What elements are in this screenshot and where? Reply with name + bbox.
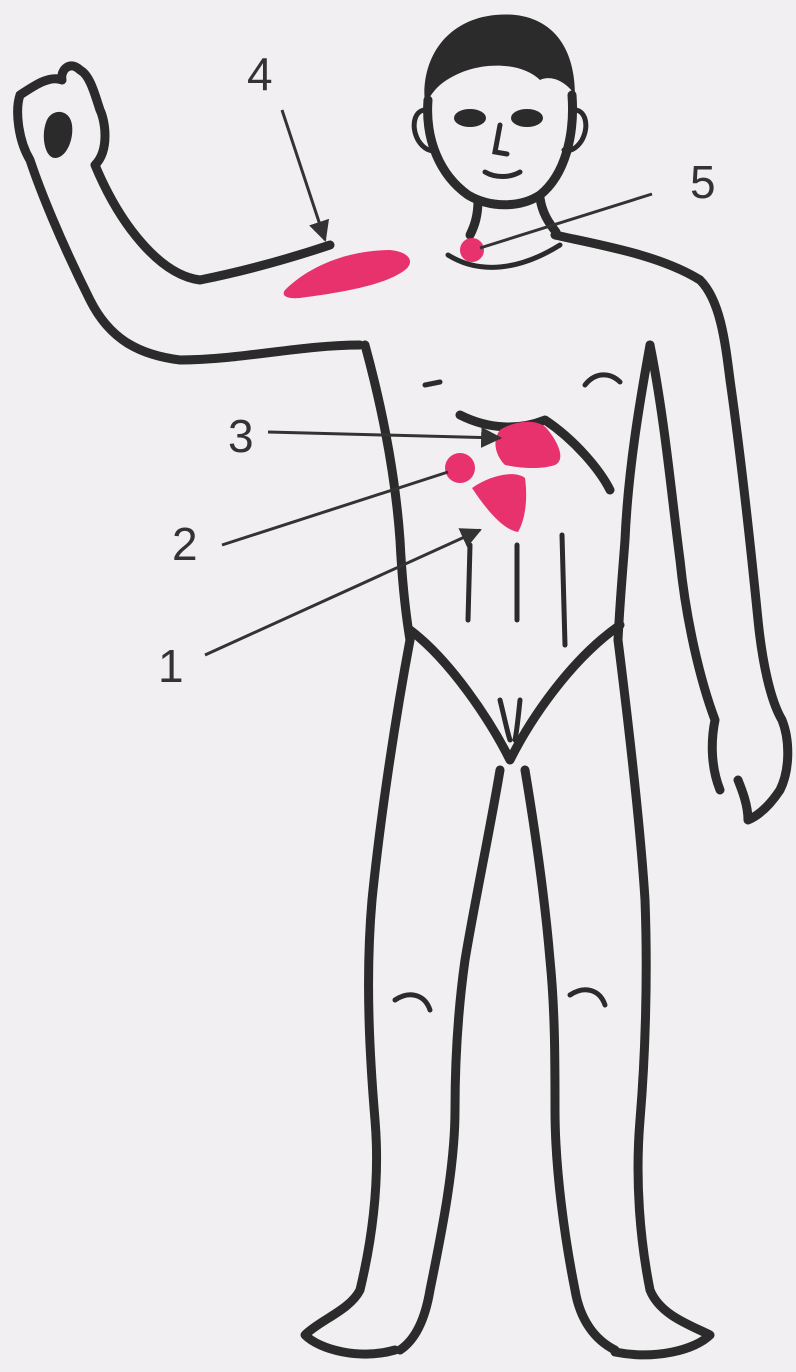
raised-arm-outline xyxy=(18,66,360,360)
raised-hand-palm xyxy=(44,112,73,158)
pain-zone-abdominal xyxy=(472,474,526,532)
mouth xyxy=(485,172,520,177)
marker-label-5: 5 xyxy=(690,156,716,208)
raised-arm xyxy=(18,66,360,360)
abs-right xyxy=(562,535,565,645)
right-knee xyxy=(570,990,605,1005)
marker-label-2: 2 xyxy=(172,518,198,570)
right-shoulder-line xyxy=(555,235,730,380)
leader-2 xyxy=(222,472,448,545)
right-leg-outer xyxy=(615,640,710,1355)
left-knee xyxy=(395,995,430,1010)
groin-detail xyxy=(500,700,520,740)
marker-label-1: 1 xyxy=(158,640,184,692)
head xyxy=(414,14,586,204)
right-nipple xyxy=(585,375,620,385)
face-outline xyxy=(428,95,573,205)
leader-1 xyxy=(205,530,480,655)
marker-label-3: 3 xyxy=(228,410,254,462)
hair xyxy=(424,14,575,105)
right-torso-side xyxy=(618,345,650,640)
right-leg-inner xyxy=(525,770,615,1350)
abs-left xyxy=(468,545,470,620)
right-eye xyxy=(511,109,543,127)
left-leg-inner xyxy=(400,770,500,1350)
nose xyxy=(495,125,507,154)
left-nipple xyxy=(425,382,440,385)
lowered-arm xyxy=(650,345,788,820)
pain-zone-right-upper xyxy=(445,453,475,483)
leader-4 xyxy=(282,110,325,240)
left-leg-outer xyxy=(305,640,410,1354)
marker-label-4: 4 xyxy=(247,48,273,100)
pain-zone-neck xyxy=(460,238,484,262)
left-eye xyxy=(454,109,486,127)
pain-zones xyxy=(284,238,561,532)
